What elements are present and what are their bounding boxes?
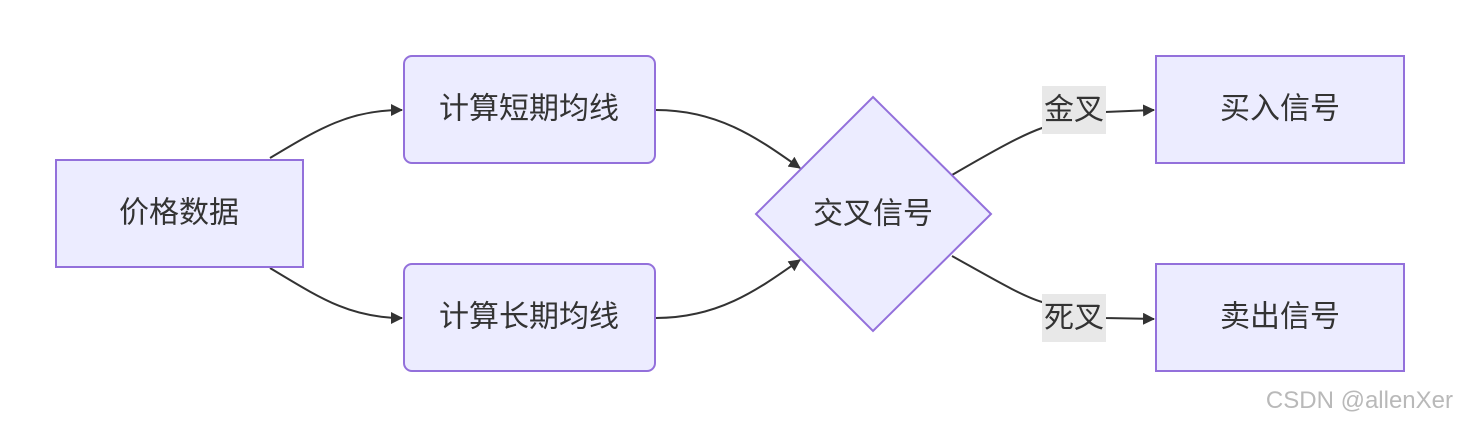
edge-cross-to-sell (951, 255, 1155, 325)
node-short-ma-label: 计算短期均线 (439, 92, 619, 127)
edge-price-to-long (269, 267, 403, 324)
node-crossover: 交叉信号 (754, 95, 993, 333)
node-price-data: 价格数据 (55, 159, 304, 268)
node-sell-signal-label: 卖出信号 (1220, 300, 1340, 335)
node-long-ma: 计算长期均线 (403, 263, 656, 372)
node-short-ma: 计算短期均线 (403, 55, 656, 164)
edge-label-golden-cross: 金叉 (1042, 86, 1106, 134)
edge-price-to-short (269, 104, 403, 159)
edge-long-to-cross (655, 259, 801, 319)
edge-short-to-cross (655, 109, 801, 169)
node-buy-signal: 买入信号 (1155, 55, 1405, 164)
node-crossover-label: 交叉信号 (813, 197, 933, 232)
node-price-data-label: 价格数据 (119, 196, 239, 231)
node-sell-signal: 卖出信号 (1155, 263, 1405, 372)
edge-label-death-cross-text: 死叉 (1044, 301, 1104, 336)
edge-label-death-cross: 死叉 (1042, 294, 1106, 342)
node-long-ma-label: 计算长期均线 (439, 300, 619, 335)
node-buy-signal-label: 买入信号 (1220, 92, 1340, 127)
watermark: CSDN @allenXer (1265, 387, 1453, 414)
edge-label-golden-cross-text: 金叉 (1044, 93, 1104, 128)
edge-cross-to-buy (951, 104, 1155, 176)
